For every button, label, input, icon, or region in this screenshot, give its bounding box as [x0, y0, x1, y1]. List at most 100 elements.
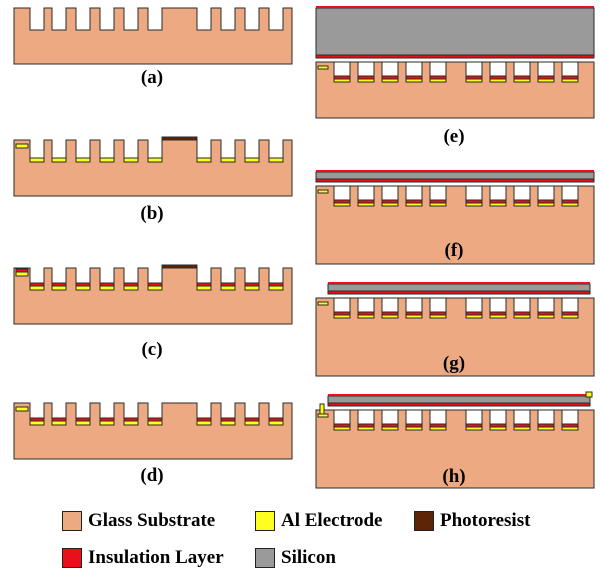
al-electrode	[537, 202, 555, 207]
al-electrode	[196, 157, 212, 163]
cavity	[357, 185, 375, 201]
panel-c-insulation-coating	[13, 264, 293, 325]
al-electrode	[513, 202, 531, 207]
panel-h-final-device	[315, 391, 595, 489]
panel-e-silicon-bonding	[315, 6, 595, 119]
al-electrode	[537, 78, 555, 83]
cavity	[537, 297, 555, 313]
al-lead	[319, 403, 325, 415]
cavity	[561, 61, 579, 77]
al-electrode	[465, 202, 483, 207]
insulation-layer-top	[315, 54, 595, 59]
insulation-layer-cap	[316, 170, 594, 172]
cavity	[381, 297, 399, 313]
panel-b-al-deposition	[13, 136, 293, 197]
insulation-layer-cap	[328, 282, 590, 284]
insulation-layer-cap	[328, 394, 590, 396]
cavity	[405, 185, 423, 201]
cavity	[465, 409, 483, 425]
glass-substrate	[13, 139, 293, 197]
insulation-layer	[123, 282, 139, 287]
panel-g-silicon-patterning	[315, 282, 595, 377]
al-electrode	[333, 202, 351, 207]
photoresist	[161, 136, 198, 141]
al-electrode	[268, 157, 284, 163]
legend-swatch-photoresist	[414, 511, 434, 531]
al-electrode	[357, 314, 375, 319]
cavity	[405, 61, 423, 77]
legend-label-glass: Glass Substrate	[88, 510, 216, 531]
al-contact	[317, 189, 329, 194]
legend-label-al: Al Electrode	[281, 510, 383, 531]
insulation-layer	[244, 282, 260, 287]
insulation-pad	[15, 268, 29, 273]
legend-swatch-insulation	[62, 548, 82, 568]
al-electrode	[561, 426, 579, 431]
cavity	[537, 409, 555, 425]
insulation-layer	[99, 282, 115, 287]
al-electrode	[333, 426, 351, 431]
al-electrode	[381, 202, 399, 207]
cavity	[489, 185, 507, 201]
al-electrode	[537, 314, 555, 319]
legend-label-photoresist: Photoresist	[440, 510, 531, 531]
al-electrode	[51, 157, 67, 163]
al-electrode	[29, 157, 45, 163]
panel-label-b: (b)	[140, 203, 164, 224]
cavity	[381, 409, 399, 425]
insulation-layer	[196, 417, 212, 422]
al-electrode	[513, 426, 531, 431]
al-electrode	[75, 285, 91, 291]
al-electrode	[29, 285, 45, 291]
al-electrode	[381, 426, 399, 431]
cavity	[489, 297, 507, 313]
panel-label-h: (h)	[442, 466, 466, 487]
al-electrode	[147, 157, 163, 163]
legend-al-electrode: Al Electrode	[255, 510, 383, 532]
cavity	[405, 297, 423, 313]
al-electrode	[220, 285, 236, 291]
cavity	[429, 61, 447, 77]
insulation-layer	[268, 282, 284, 287]
insulation-layer	[268, 417, 284, 422]
insulation-layer-top	[315, 178, 595, 183]
silicon-layer	[315, 7, 595, 59]
al-electrode	[268, 420, 284, 426]
insulation-layer-top	[327, 402, 591, 407]
al-electrode	[220, 420, 236, 426]
glass-substrate	[13, 267, 293, 325]
cavity	[333, 297, 351, 313]
insulation-layer	[29, 282, 45, 287]
al-electrode	[75, 157, 91, 163]
al-electrode	[489, 426, 507, 431]
cavity	[357, 297, 375, 313]
panel-d-photoresist-strip	[13, 402, 293, 460]
legend-silicon: Silicon	[255, 547, 336, 569]
al-electrode	[196, 420, 212, 426]
insulation-layer	[147, 282, 163, 287]
al-electrode	[405, 426, 423, 431]
al-electrode	[29, 420, 45, 426]
cavity	[357, 61, 375, 77]
insulation-layer	[29, 417, 45, 422]
al-electrode	[537, 426, 555, 431]
al-electrode	[51, 285, 67, 291]
cavity	[513, 185, 531, 201]
cavity	[357, 409, 375, 425]
legend-label-insulation: Insulation Layer	[88, 547, 224, 568]
insulation-layer-top	[327, 290, 591, 295]
cavity	[537, 61, 555, 77]
cavity	[465, 61, 483, 77]
al-contact-pad	[15, 271, 29, 277]
al-electrode	[489, 78, 507, 83]
cavity	[429, 185, 447, 201]
al-electrode	[465, 426, 483, 431]
al-electrode	[75, 420, 91, 426]
al-electrode	[333, 78, 351, 83]
al-electrode	[147, 420, 163, 426]
cavity	[513, 297, 531, 313]
panel-label-e: (e)	[443, 126, 465, 147]
al-electrode	[99, 285, 115, 291]
insulation-layer	[123, 417, 139, 422]
